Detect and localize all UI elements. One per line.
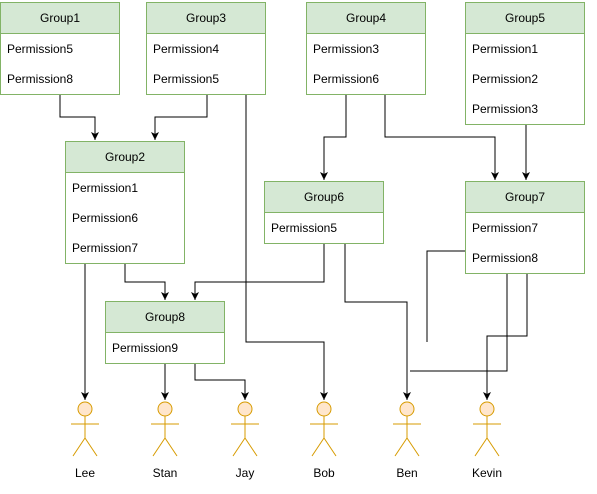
edge-group4-group7	[384, 92, 499, 180]
group-group8[interactable]: Group8 Permission9	[105, 301, 225, 364]
edge-group4-group6	[320, 92, 347, 180]
permission-item: Permission6	[313, 72, 380, 86]
edge-group6-group8	[191, 241, 325, 300]
user-ben[interactable]: Ben	[377, 400, 437, 480]
group-title: Group4	[307, 3, 425, 34]
edge-group6-ben	[344, 241, 411, 400]
user-jay[interactable]: Jay	[215, 400, 275, 480]
person-icon	[310, 401, 338, 457]
permission-item: Permission8	[472, 251, 539, 265]
person-icon	[231, 401, 259, 457]
permission-item: Permission6	[72, 211, 139, 225]
permission-item: Permission7	[72, 241, 139, 255]
permission-item: Permission9	[112, 341, 179, 355]
permission-item: Permission3	[313, 42, 380, 56]
group-title: Group5	[466, 3, 584, 34]
permission-item: Permission1	[472, 42, 539, 56]
person-icon	[473, 401, 501, 457]
person-icon	[151, 401, 179, 457]
permission-item: Permission2	[472, 72, 539, 86]
permission-item: Permission8	[7, 72, 74, 86]
edge-group3-bob	[245, 92, 328, 400]
permission-item: Permission5	[271, 221, 338, 235]
user-name: Bob	[313, 466, 335, 480]
edge-group7-ben	[410, 271, 508, 372]
user-name: Jay	[235, 466, 255, 480]
user-name: Lee	[74, 466, 96, 480]
permission-item: Permission7	[472, 221, 539, 235]
group-title: Group7	[466, 182, 584, 213]
edge-group2-group8	[124, 261, 169, 300]
group-title: Group6	[265, 182, 383, 213]
group-title: Group8	[106, 302, 224, 333]
group-group7[interactable]: Group7 Permission7 Permission8	[465, 181, 585, 274]
permission-item: Permission1	[72, 181, 139, 195]
edge-group7-stan	[426, 250, 465, 342]
permission-item: Permission4	[153, 42, 220, 56]
person-icon	[393, 401, 421, 457]
user-bob[interactable]: Bob	[294, 400, 354, 480]
group-group5[interactable]: Group5 Permission1 Permission2 Permissio…	[465, 2, 585, 125]
edge-group1-group2	[59, 92, 99, 140]
user-lee[interactable]: Lee	[55, 400, 115, 480]
group-group3[interactable]: Group3 Permission4 Permission5	[146, 2, 266, 95]
group-group4[interactable]: Group4 Permission3 Permission6	[306, 2, 426, 95]
permission-item: Permission5	[153, 72, 220, 86]
group-title: Group2	[66, 142, 184, 173]
user-kevin[interactable]: Kevin	[457, 400, 517, 480]
group-title: Group1	[1, 3, 119, 34]
user-stan[interactable]: Stan	[135, 400, 195, 480]
permission-item: Permission5	[7, 42, 74, 56]
edge-group8-jay	[194, 362, 249, 400]
person-icon	[71, 401, 99, 457]
group-title: Group3	[147, 3, 265, 34]
permission-item: Permission3	[472, 102, 539, 116]
group-group1[interactable]: Group1 Permission5 Permission8	[0, 2, 120, 95]
group-group6[interactable]: Group6 Permission5	[264, 181, 384, 244]
user-name: Ben	[396, 466, 418, 480]
edge-group3-group2	[151, 92, 208, 140]
user-name: Stan	[152, 466, 178, 480]
group-group2[interactable]: Group2 Permission1 Permission6 Permissio…	[65, 141, 185, 264]
edge-group7-kevin	[483, 271, 528, 400]
user-name: Kevin	[471, 466, 503, 480]
